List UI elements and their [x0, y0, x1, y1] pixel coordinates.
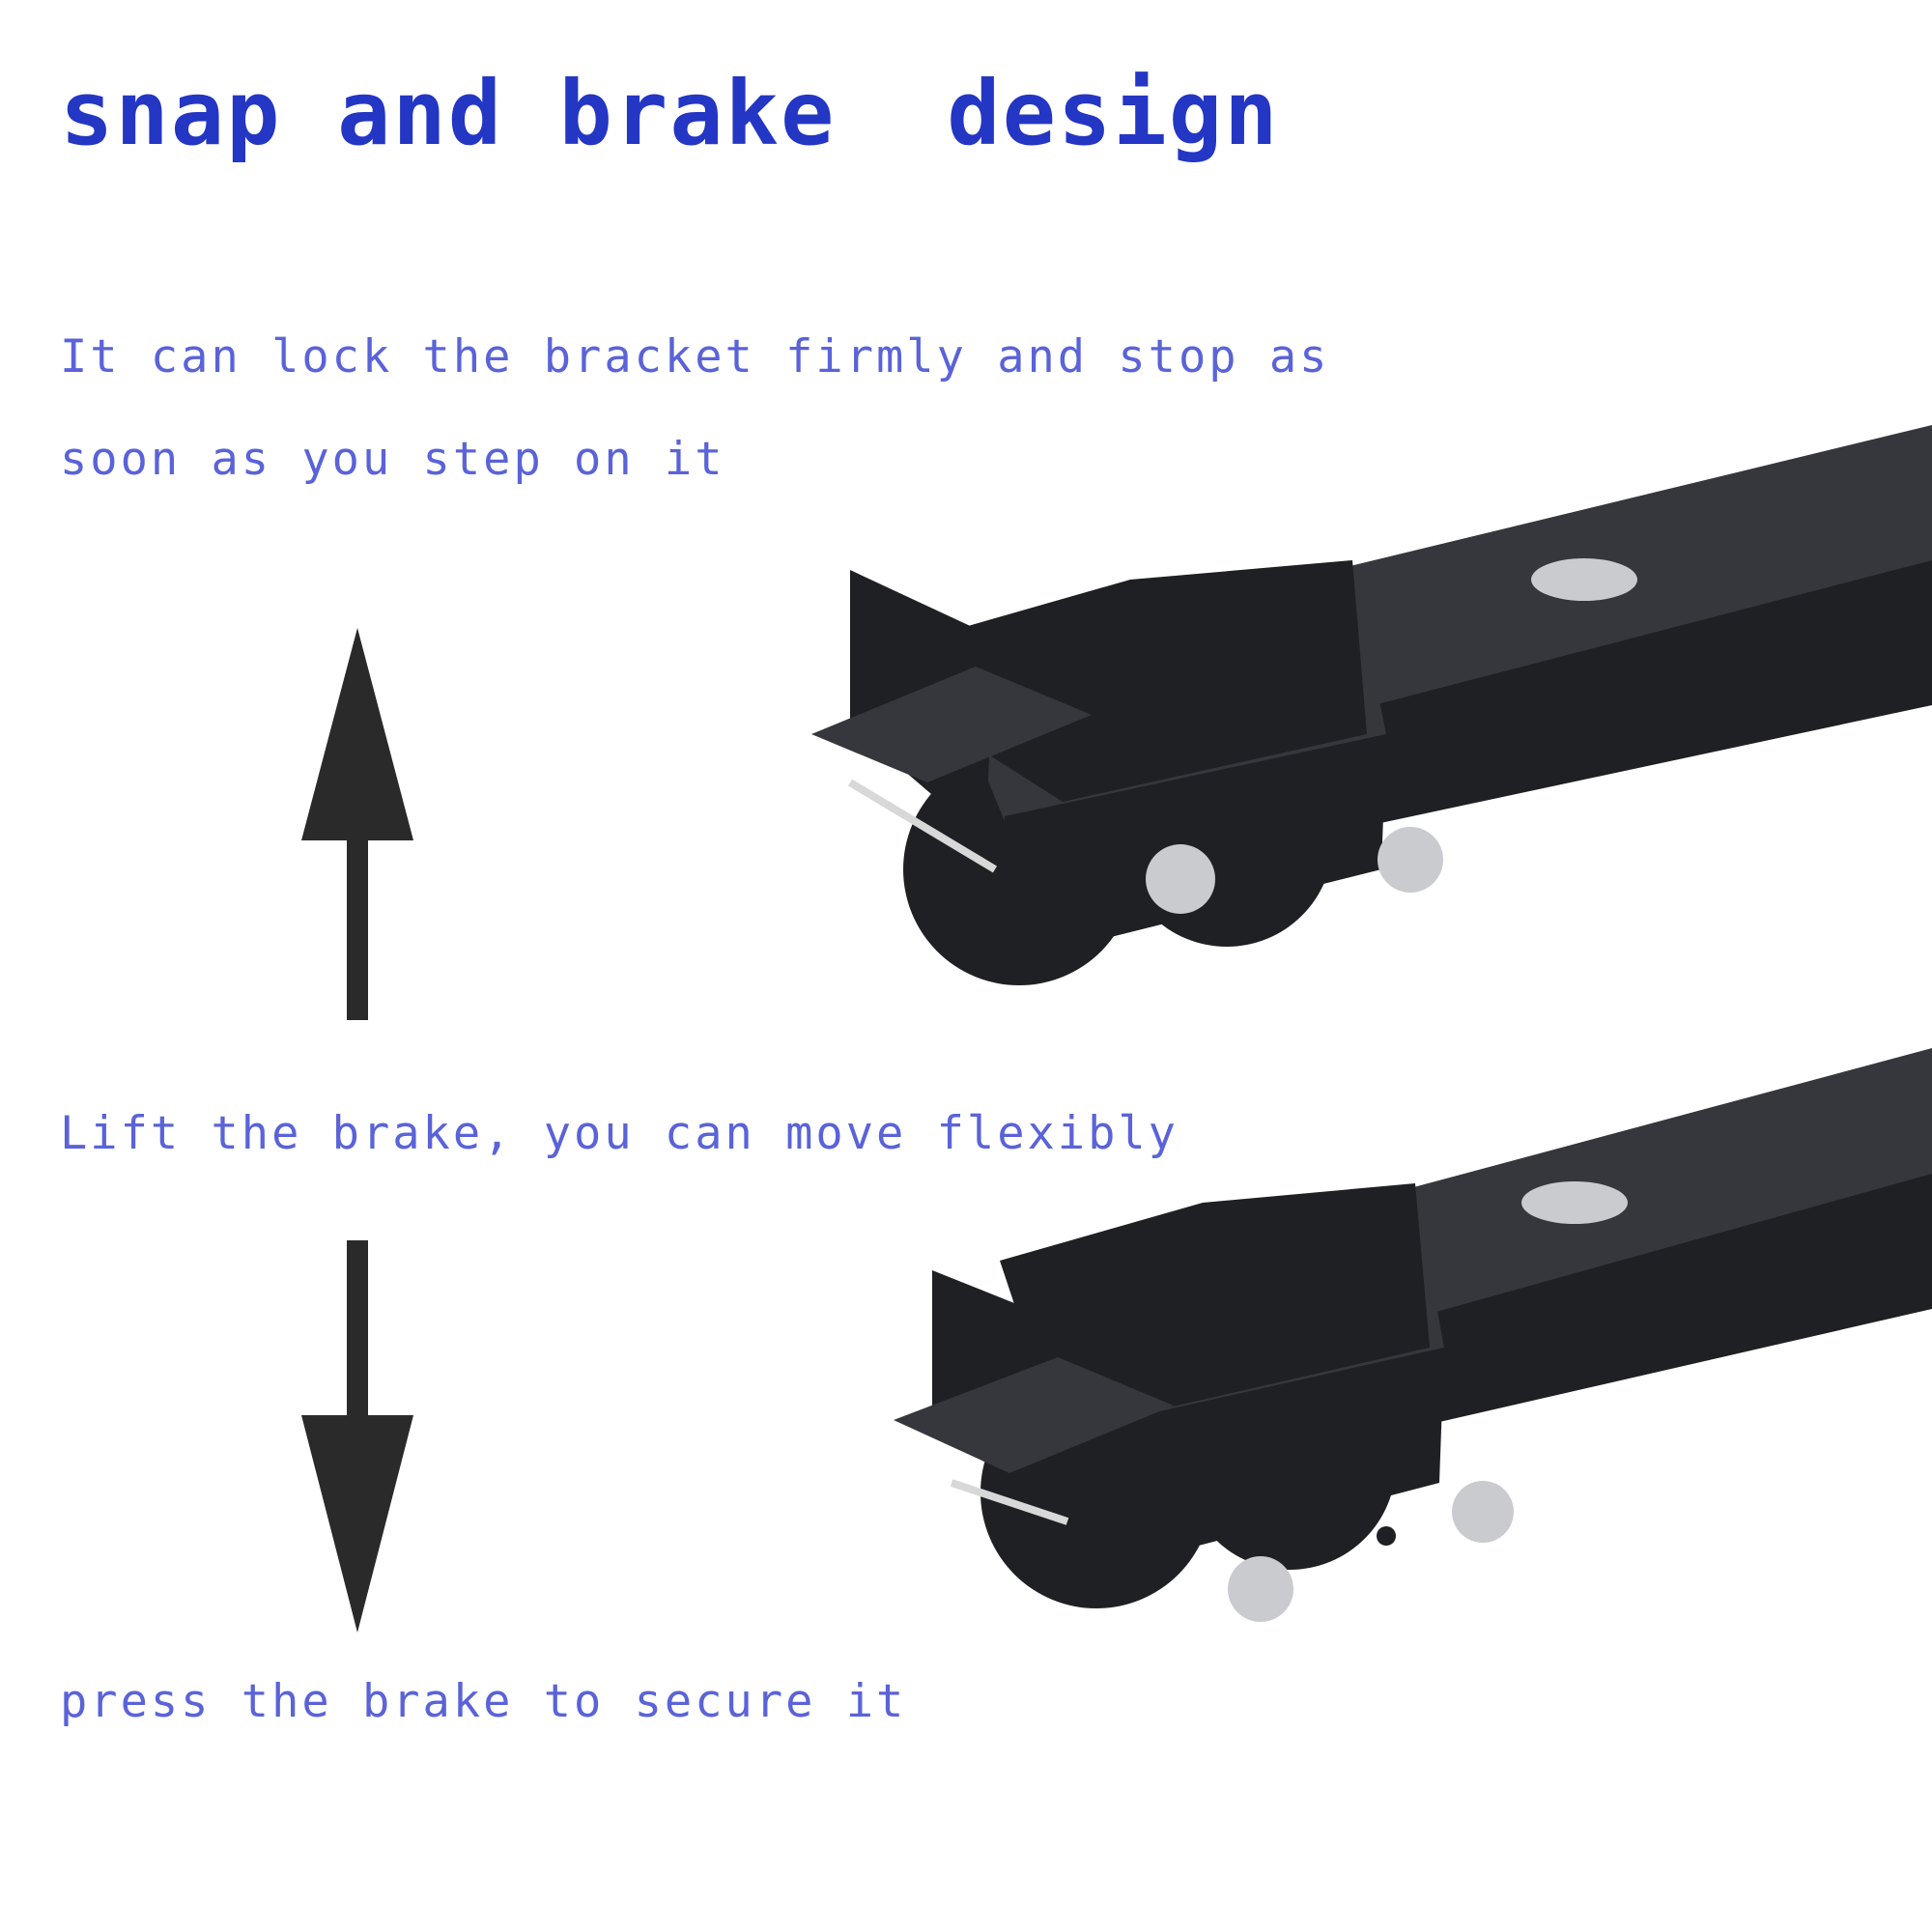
caster-brake-lifted-image — [811, 425, 1932, 985]
axle-bolt — [1146, 844, 1215, 914]
caster-housing — [1005, 734, 1386, 956]
axle-bolt — [1228, 1556, 1293, 1622]
arrow-up-icon — [301, 628, 413, 1020]
rubber-pad — [927, 560, 1367, 802]
rail-bolt — [1531, 558, 1637, 601]
axle-bolt — [1452, 1481, 1514, 1543]
caption-lift-brake: Lift the brake, you can move flexibly — [60, 1107, 1179, 1160]
caption-press-brake: press the brake to secure it — [60, 1675, 907, 1728]
caster-housing — [1077, 1348, 1444, 1570]
axle-bolt — [1378, 827, 1443, 893]
arrow-down-icon — [301, 1240, 413, 1633]
headline: snap and brake design — [60, 62, 1280, 165]
rail-bolt — [1521, 1181, 1628, 1224]
rubber-pad — [1000, 1183, 1430, 1415]
caption-lock-line-1: It can lock the bracket firmly and stop … — [60, 330, 1330, 384]
caster-brake-pressed-image — [894, 1048, 1932, 1622]
caption-lock-line-2: soon as you step on it — [60, 433, 725, 486]
